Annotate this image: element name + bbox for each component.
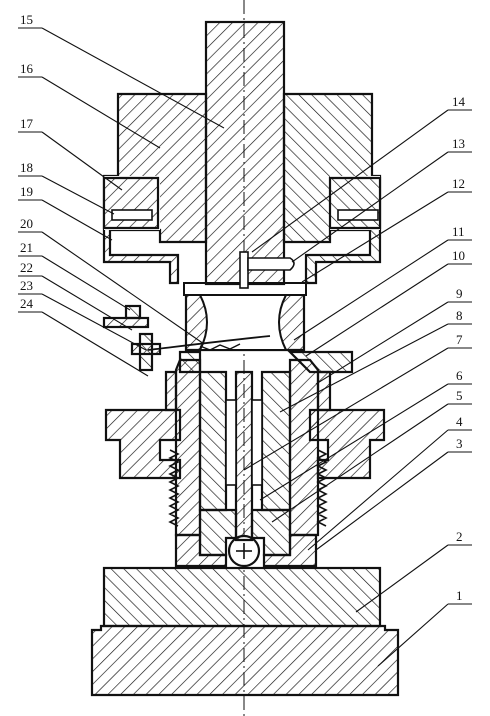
label-20: 20: [20, 216, 33, 231]
label-1: 1: [456, 588, 463, 603]
labels-left: 15 16 17 18 19 20 21 22 23 24: [18, 12, 42, 313]
outer-housing-left: [174, 358, 202, 537]
inner-sleeve-left: [198, 370, 228, 512]
label-22: 22: [20, 260, 33, 275]
upper-guide-left: [178, 350, 202, 374]
rod-slot-left: [225, 399, 237, 486]
label-18: 18: [20, 160, 33, 175]
label-23: 23: [20, 278, 33, 293]
label-2: 2: [456, 529, 463, 544]
labels-right: 14 13 12 11 10 9 8 7 6 5 4 3 2 1: [448, 94, 472, 605]
label-12: 12: [452, 176, 465, 191]
lower-plate: [102, 566, 382, 628]
base-plate: [90, 624, 400, 697]
center-rod: [234, 370, 254, 542]
wire-detail: [199, 343, 241, 351]
label-7: 7: [456, 332, 463, 347]
label-3: 3: [456, 436, 463, 451]
label-17: 17: [20, 116, 34, 131]
label-8: 8: [456, 308, 463, 323]
rod-slot-right: [251, 399, 263, 486]
side-collar-left: [164, 370, 178, 412]
label-9: 9: [456, 286, 463, 301]
punch: [204, 20, 286, 286]
label-15: 15: [20, 12, 33, 27]
cap-screw-left-bolt: [111, 209, 153, 221]
wire: [147, 335, 271, 351]
label-14: 14: [452, 94, 466, 109]
label-10: 10: [452, 248, 465, 263]
label-21: 21: [20, 240, 33, 255]
label-19: 19: [20, 184, 33, 199]
flange-left: [104, 408, 182, 480]
label-11: 11: [452, 224, 465, 239]
label-6: 6: [456, 368, 463, 383]
punch-pin: [239, 251, 249, 289]
upper-guide-right: [287, 350, 354, 374]
label-16: 16: [20, 61, 34, 76]
outer-housing-right: [288, 358, 320, 537]
set-screw: [247, 257, 295, 271]
flange-right: [308, 408, 386, 480]
clamp-nut: [130, 342, 162, 356]
label-24: 24: [20, 296, 34, 311]
clamp-bolt-head: [124, 304, 142, 320]
leader-lines: [41, 27, 449, 667]
label-4: 4: [456, 414, 463, 429]
label-13: 13: [452, 136, 465, 151]
label-5: 5: [456, 388, 463, 403]
clamp-screw: [102, 316, 150, 329]
inner-sleeve-right: [260, 370, 292, 512]
